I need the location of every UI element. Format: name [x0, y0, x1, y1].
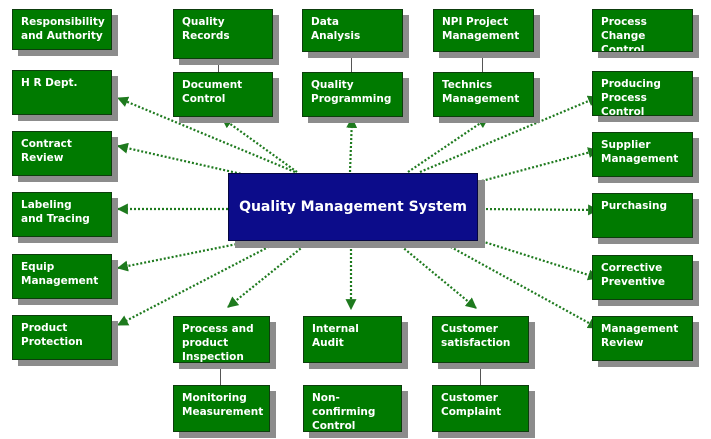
- center-node: Quality Management System: [228, 173, 478, 241]
- box-equip: Equip Management: [12, 254, 112, 299]
- box-contract: Contract Review: [12, 131, 112, 176]
- box-labeling: Labeling and Tracing: [12, 192, 112, 237]
- box-product-protection: Product Protection: [12, 315, 112, 360]
- box-npi: NPI Project Management: [433, 9, 534, 52]
- box-management-review: Management Review: [592, 316, 693, 361]
- arrow-to-process-inspection: [227, 240, 311, 308]
- box-internal-audit: Internal Audit: [303, 316, 402, 363]
- box-nonconforming: Non-confirming Control: [303, 385, 402, 432]
- arrow-to-quality-programming: [346, 116, 358, 173]
- box-monitoring: Monitoring Measurement: [173, 385, 270, 432]
- box-quality-programming: Quality Programming: [302, 72, 403, 117]
- arrow-to-purchasing: [477, 204, 600, 216]
- box-document-control: Document Control: [173, 72, 273, 117]
- box-quality-records: Quality Records: [173, 9, 273, 59]
- arrow-to-equip: [116, 239, 253, 272]
- box-corrective: Corrective Preventive: [592, 255, 693, 300]
- box-technics: Technics Management: [433, 72, 534, 117]
- connector-records-document: [218, 59, 219, 72]
- box-customer-complaint: Customer Complaint: [432, 385, 529, 432]
- box-hr: H R Dept.: [12, 70, 112, 115]
- connector-npi-technics: [482, 52, 483, 72]
- arrow-to-producing: [419, 95, 600, 174]
- box-supplier: Supplier Management: [592, 132, 693, 177]
- box-purchasing: Purchasing: [592, 193, 693, 238]
- arrow-to-supplier: [477, 147, 600, 184]
- arrow-to-document-control: [221, 117, 298, 173]
- box-responsibility: Responsibility and Authority: [12, 9, 112, 50]
- center-label: Quality Management System: [239, 199, 467, 215]
- box-customer-satisfaction: Customer satisfaction: [432, 316, 529, 363]
- box-process-change: Process Change Control: [592, 9, 693, 52]
- arrow-to-customer-satisfaction: [394, 240, 477, 309]
- connector-inspection-monitoring: [220, 363, 221, 385]
- arrow-to-product-protection: [117, 240, 281, 326]
- connector-satisfaction-complaint: [480, 363, 481, 385]
- arrow-to-management-review: [439, 240, 599, 329]
- arrow-to-corrective: [477, 238, 600, 281]
- box-data-analysis: Data Analysis: [302, 9, 403, 52]
- arrow-to-technics: [407, 117, 489, 173]
- connector-analysis-programming: [351, 52, 352, 72]
- box-process-inspection: Process and product Inspection: [173, 316, 270, 363]
- box-producing: Producing Process Control: [592, 71, 693, 116]
